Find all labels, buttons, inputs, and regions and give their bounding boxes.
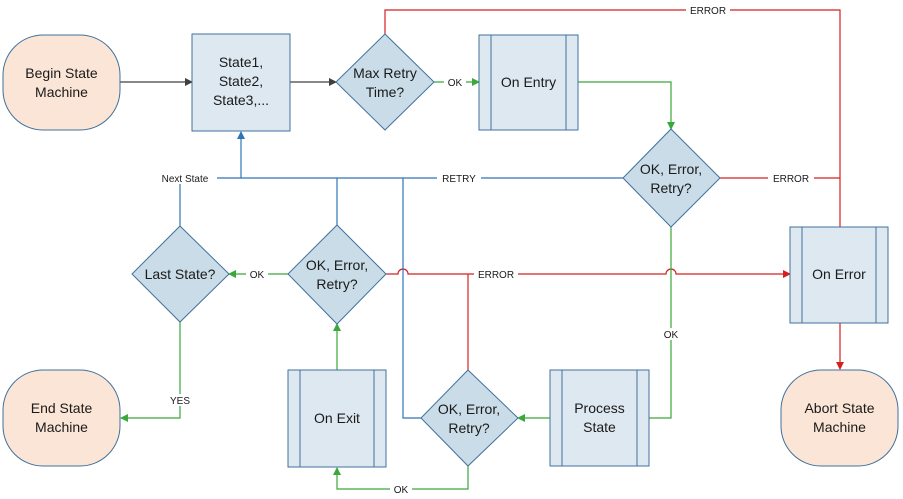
- decision-top-line-1: OK, Error,: [640, 161, 702, 177]
- max-retry-line-2: Time?: [366, 84, 405, 100]
- retry-label: RETRY: [442, 174, 476, 185]
- next-state-label: Next State: [162, 174, 209, 185]
- begin-line-1: Begin State: [25, 65, 98, 81]
- end-line-1: End State: [31, 400, 93, 416]
- states-node: State1, State2, State3,...: [191, 33, 291, 132]
- states-line-1: State1,: [219, 54, 263, 70]
- edge-decision-top-retry: [237, 131, 623, 179]
- decision-bottom-line-1: OK, Error,: [438, 401, 500, 417]
- on-entry-label: On Entry: [501, 74, 556, 90]
- decision-bottom-line-2: Retry?: [448, 420, 489, 436]
- decision-mid-line-2: Retry?: [316, 276, 357, 292]
- states-line-2: State2,: [219, 73, 263, 89]
- last-state-label: Last State?: [145, 266, 216, 282]
- process-line-1: Process: [574, 400, 625, 416]
- ok-process-label: OK: [664, 330, 679, 341]
- decision-mid: OK, Error, Retry?: [287, 224, 387, 325]
- yes-label: YES: [170, 396, 190, 407]
- edge-decision-bottom-retry: [402, 178, 421, 419]
- edge-max-retry-error: [384, 9, 841, 178]
- edge-last-state-yes: [120, 322, 181, 422]
- on-error-label: On Error: [812, 266, 866, 282]
- begin-state-machine-node: Begin State Machine: [2, 34, 121, 131]
- on-entry-node: On Entry: [478, 34, 579, 131]
- begin-line-2: Machine: [35, 84, 88, 100]
- decision-bottom: OK, Error, Retry?: [420, 369, 519, 467]
- decision-mid-line-1: OK, Error,: [306, 257, 368, 273]
- edge-decision-mid-error: [386, 268, 791, 278]
- abort-line-1: Abort State: [804, 400, 874, 416]
- error-top-label: ERROR: [690, 6, 726, 17]
- error-right-label: ERROR: [773, 174, 809, 185]
- decision-top: OK, Error, Retry?: [622, 128, 721, 228]
- process-state-node: Process State: [549, 369, 650, 467]
- error-mid-label: ERROR: [478, 270, 514, 281]
- end-state-machine-node: End State Machine: [2, 369, 121, 467]
- process-line-2: State: [583, 419, 616, 435]
- max-retry-line-1: Max Retry: [353, 65, 417, 81]
- abort-state-machine-node: Abort State Machine: [780, 369, 899, 467]
- on-exit-label: On Exit: [314, 410, 360, 426]
- ok-last-label: OK: [250, 270, 265, 281]
- decision-top-line-2: Retry?: [650, 180, 691, 196]
- edge-last-state-next: [179, 177, 241, 226]
- ok-entry-label: OK: [448, 78, 463, 89]
- abort-line-2: Machine: [813, 419, 866, 435]
- nodes: Begin State Machine End State Machine Ab…: [2, 33, 899, 468]
- edge-labels: ERROR OK ERROR RETRY Next State OK ERROR…: [153, 4, 814, 496]
- last-state-decision: Last State?: [131, 225, 230, 323]
- edge-on-entry-to-decision-top: [578, 81, 675, 130]
- states-line-3: State3,...: [213, 92, 269, 108]
- ok-exit-label: OK: [394, 485, 409, 496]
- edge-decision-top-error: [720, 177, 841, 227]
- end-line-2: Machine: [35, 419, 88, 435]
- on-error-node: On Error: [789, 226, 889, 324]
- on-exit-node: On Exit: [287, 369, 387, 468]
- max-retry-decision: Max Retry Time?: [335, 33, 435, 131]
